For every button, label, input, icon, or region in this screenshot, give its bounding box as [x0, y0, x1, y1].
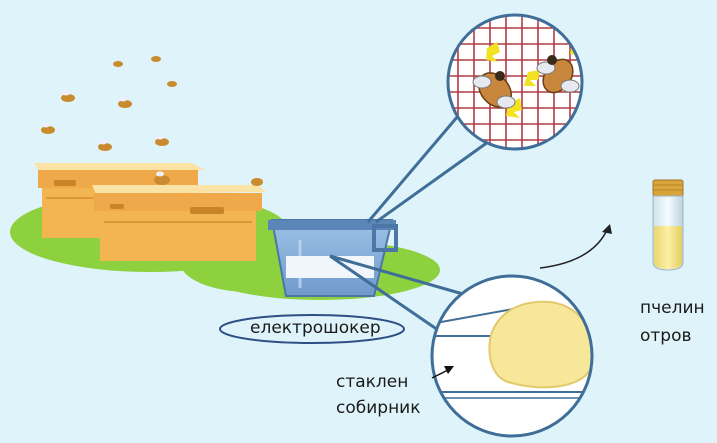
glass-collector-label-line1: стаклен	[336, 372, 409, 392]
flying-bees	[41, 56, 263, 186]
bee-icon	[61, 90, 75, 102]
electroshocker-label: електрошокер	[250, 318, 381, 338]
bee-venom-label-line2: отров	[640, 326, 692, 346]
bee-icon	[41, 122, 55, 134]
bee-icon	[155, 134, 169, 146]
bee-icon	[472, 71, 516, 109]
electroshocker-label-outline	[219, 314, 405, 344]
collector-magnifier	[430, 274, 594, 438]
bee-venom-label-line1: пчелин	[640, 298, 705, 318]
bee-icon	[113, 61, 123, 67]
bee-icon	[251, 178, 263, 186]
bee-icon	[98, 139, 112, 151]
beehive-front	[92, 185, 266, 261]
bee-icon	[118, 96, 132, 108]
bee-icon	[536, 55, 580, 94]
glass-collector-label-line2: собирник	[336, 398, 421, 418]
grid-magnifier	[446, 13, 584, 151]
arrow-icon	[431, 366, 454, 379]
bee-icon	[151, 56, 161, 62]
venom-vial	[652, 179, 684, 271]
bee-icon	[154, 171, 170, 185]
bee-icon	[167, 81, 177, 87]
curved-arrow-icon	[539, 224, 612, 269]
magnifier-connectors	[329, 115, 489, 332]
